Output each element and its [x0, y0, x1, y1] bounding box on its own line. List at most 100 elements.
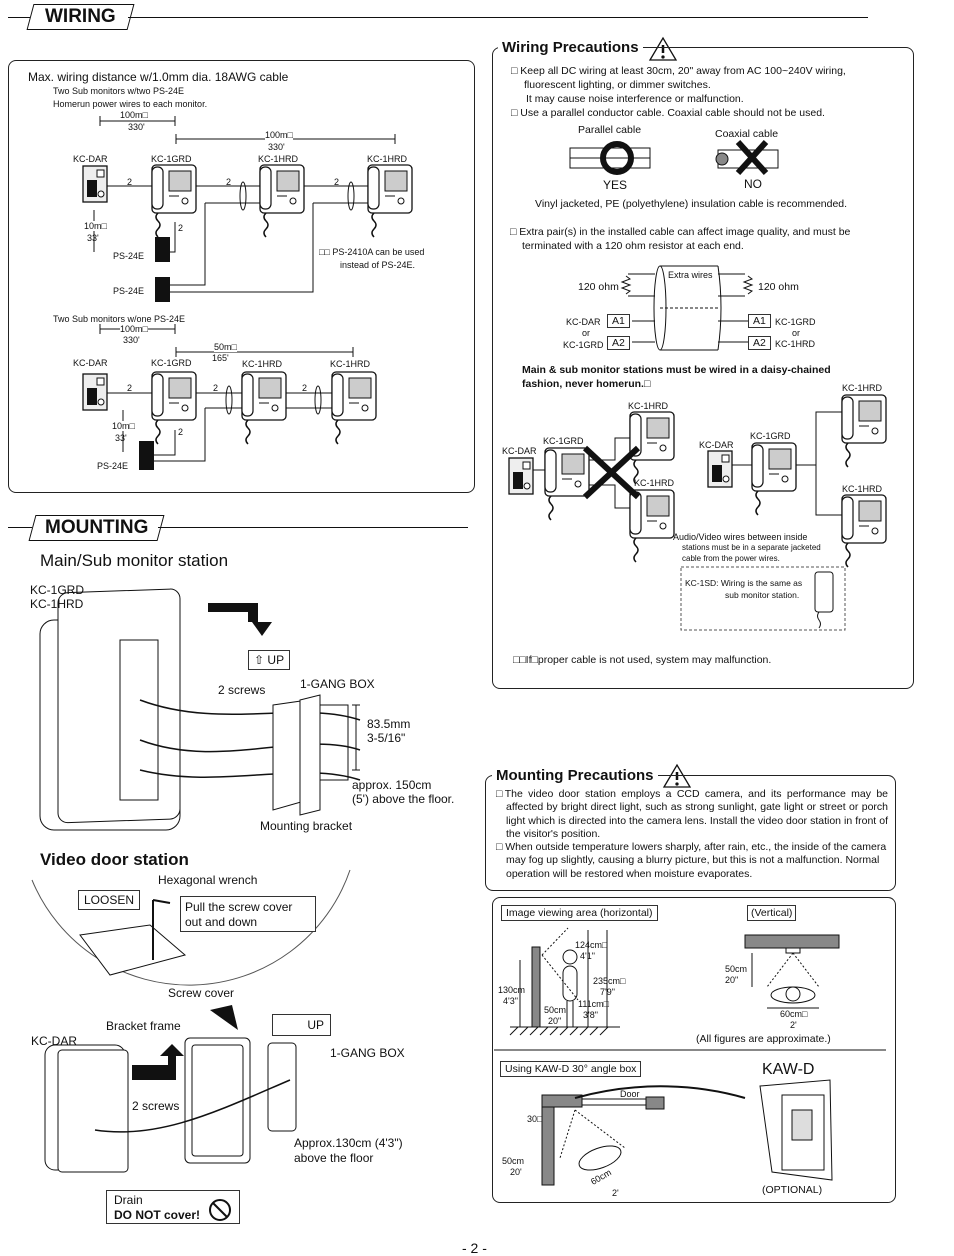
monitor-back-illustration	[39, 588, 361, 831]
dim-label: 50m□	[214, 342, 237, 352]
model-label: KC-1GRD	[30, 583, 85, 597]
arrow-icon	[208, 603, 272, 636]
power-supply-icon	[139, 441, 154, 470]
power-supply-label: PS-24E	[113, 251, 145, 261]
wiring-precautions-title: Wiring Precautions	[498, 39, 643, 57]
device-label: KC-1HRD	[634, 478, 675, 488]
device-label: KC-1HRD	[842, 484, 883, 494]
dim-label: 33'	[115, 433, 127, 443]
device-label: KC-DAR	[73, 154, 108, 164]
gang-box-label: 1-GANG BOX	[300, 677, 375, 691]
dim-label: 4'3"	[503, 996, 518, 1006]
wire-count: 2	[127, 383, 133, 393]
dim-label: 60cm□	[780, 1009, 808, 1019]
terminal-a1: A1	[607, 314, 630, 328]
down-arrow-icon	[210, 1005, 238, 1030]
terminal-a1: A1	[748, 314, 771, 328]
bracket-label: Mounting bracket	[260, 819, 353, 833]
precaution-text: Vinyl jacketed, PE (polyethylene) insula…	[535, 198, 848, 210]
main-sub-station-title: Main/Sub monitor station	[40, 551, 229, 570]
warning-icon	[648, 36, 678, 61]
dim-label: 50cm	[544, 1005, 567, 1015]
kawd-illustration	[759, 1079, 833, 1181]
config2-title: Two Sub monitors w/one PS-24E	[53, 314, 186, 324]
wiring-section-tag: WIRING	[26, 4, 135, 30]
horizontal-viewing-diagram	[509, 927, 620, 1036]
mounting-section-tag: MOUNTING	[28, 515, 165, 541]
ps2410a-note: instead of PS-24E.	[340, 260, 416, 270]
dim-label: 10m□	[84, 221, 107, 231]
device-label: KC-1HRD	[775, 339, 816, 349]
kc1sd-note: sub monitor station.	[725, 590, 800, 600]
up-label-box: ⇧ UP	[248, 650, 291, 670]
device-label: KC-DAR	[566, 317, 601, 327]
yes-circle-icon	[600, 141, 634, 175]
dim-label: 330'	[128, 122, 145, 132]
device-label: KC-1HRD	[330, 359, 371, 369]
dim-label: 330'	[123, 335, 140, 345]
daisy-chain-note: fashion, never homerun.□	[522, 378, 651, 390]
vertical-label: (Vertical)	[747, 905, 797, 921]
dim-label: 20'	[510, 1167, 522, 1177]
dim-label: 20"	[725, 975, 739, 985]
or-label: or	[582, 328, 591, 338]
dim-label: 100m□	[265, 130, 293, 140]
av-wires-note: Audio/Video wires between inside	[673, 532, 808, 542]
approx-note: (All figures are approximate.)	[696, 1033, 831, 1045]
mounting-bracket-illustration	[272, 694, 360, 816]
wrench-label: Hexagonal wrench	[158, 873, 258, 887]
device-label: KC-1GRD	[543, 436, 584, 446]
screws-label: 2 screws	[132, 1099, 180, 1113]
device-label: KC-1GRD	[775, 317, 816, 327]
model-label: KC-1HRD	[30, 597, 84, 611]
no-label: NO	[744, 177, 762, 191]
device-label: KC-1HRD	[367, 154, 408, 164]
dim-label: 165'	[212, 353, 229, 363]
extra-wires-diagram	[620, 265, 754, 351]
kc1sd-handset-icon	[814, 571, 834, 629]
drain-note: Drain DO NOT cover!	[106, 1190, 240, 1224]
wiring-distance-panel	[8, 60, 475, 493]
gang-box-label: 1-GANG BOX	[330, 1046, 405, 1060]
wire-count: 2	[178, 223, 184, 233]
mounting-precautions-list: □The video door station employs a CCD ca…	[496, 788, 888, 881]
no-symbol-icon	[209, 1199, 231, 1221]
dim-label: 20"	[548, 1016, 562, 1026]
height-note: Approx.130cm (4'3")	[294, 1136, 403, 1150]
device-label: KC-DAR	[502, 446, 537, 456]
extra-wires-label: Extra wires	[668, 270, 713, 280]
dim-label: 83.5mm	[367, 717, 411, 731]
cable-label: Parallel cable	[578, 124, 642, 136]
height-note: approx. 150cm	[352, 778, 432, 792]
optional-label: (OPTIONAL)	[762, 1184, 823, 1196]
mounting-precautions-panel	[485, 775, 896, 891]
header-rule	[8, 527, 32, 528]
wiring-precautions-panel	[492, 47, 914, 689]
precaution-text: □ When outside temperature lowers sharpl…	[496, 841, 887, 880]
kawd-title: KAW-D	[762, 1061, 815, 1078]
dim-label: 4'1"	[580, 951, 595, 961]
resistor-label: 120 ohm	[578, 281, 619, 293]
precaution-text: It may cause noise interference or malfu…	[526, 93, 744, 105]
av-wires-note: stations must be in a separate jacketed	[682, 543, 821, 552]
page-number: - 2 -	[462, 1240, 487, 1256]
device-label: KC-1GRD	[151, 358, 192, 368]
dim-label: 7'9"	[600, 987, 615, 997]
height-note: (5') above the floor.	[352, 792, 455, 806]
header-rule	[158, 527, 468, 528]
device-label: KC-1HRD	[258, 154, 299, 164]
av-wires-note: cable from the power wires.	[682, 554, 780, 563]
daisy-chain-note: Main & sub monitor stations must be wire…	[522, 364, 831, 376]
header-rule	[128, 17, 868, 18]
terminal-a2: A2	[607, 336, 630, 350]
warning-icon	[662, 763, 692, 788]
ps2410a-note: □□ PS-2410A can be used	[319, 247, 425, 257]
dim-label: 330'	[268, 142, 285, 152]
vertical-viewing-diagram	[744, 934, 840, 1009]
up-label-box: UP	[272, 1014, 331, 1036]
model-label: KC-DAR	[31, 1034, 78, 1048]
dim-label: 100m□	[120, 324, 148, 334]
horizontal-label: Image viewing area (horizontal)	[501, 905, 658, 921]
power-supply-icon	[155, 277, 170, 302]
